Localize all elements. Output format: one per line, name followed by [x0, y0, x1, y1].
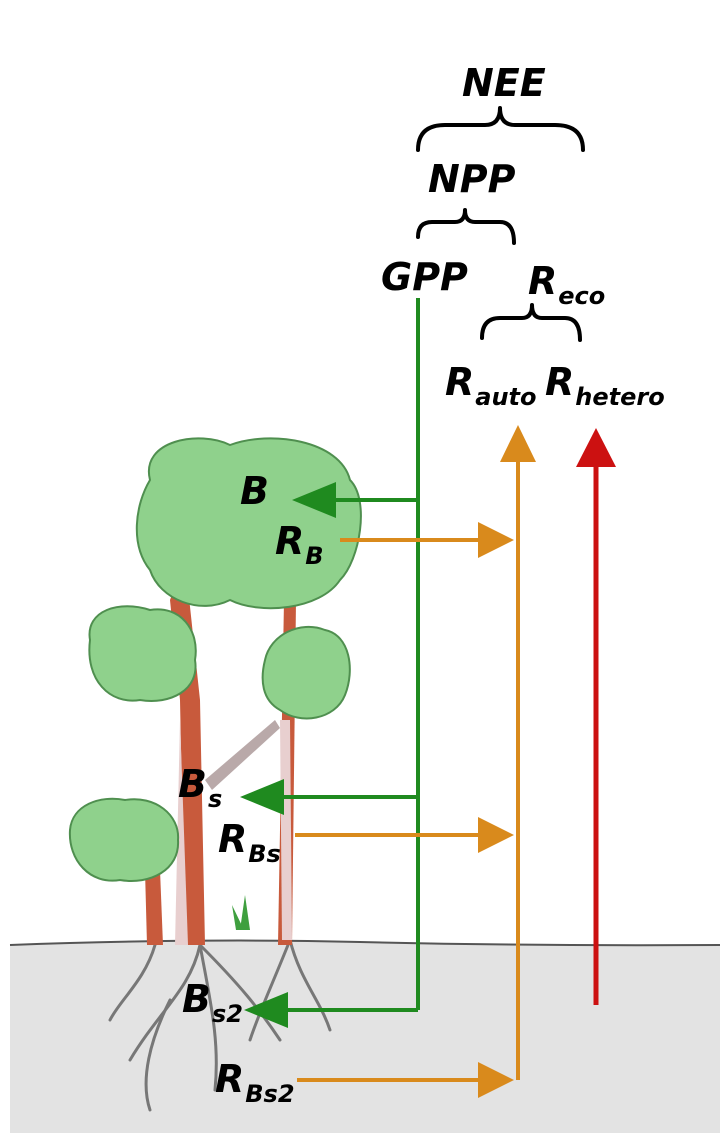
npp-label: NPP — [428, 160, 516, 198]
brace-reco — [482, 305, 580, 340]
arrow-stem-resp — [478, 817, 514, 853]
ground — [10, 941, 720, 1133]
brace-nee — [418, 108, 583, 150]
leaves-biomass-label: B — [240, 472, 269, 510]
arrow-rauto-up — [500, 425, 536, 462]
arrow-leaves-resp — [478, 522, 514, 558]
nee-label: NEE — [462, 64, 546, 102]
arrow-to-stem — [240, 779, 284, 815]
root-respiration-label: RBs2 — [215, 1060, 295, 1106]
leaves-respiration-label: RB — [275, 522, 324, 568]
heterotrophic-flow — [576, 428, 616, 1005]
tree-foliage — [70, 438, 361, 930]
rhetero-label: Rhetero — [545, 363, 665, 409]
stem-respiration-label: RBs — [218, 820, 281, 866]
gpp-label: GPP — [381, 258, 468, 296]
stem-biomass-label: Bs — [178, 765, 222, 811]
arrow-rhetero-up — [576, 428, 616, 467]
rauto-label: Rauto — [445, 363, 537, 409]
brace-npp — [418, 210, 514, 243]
reco-label: Reco — [528, 262, 605, 308]
root-biomass-label: Bs2 — [182, 980, 243, 1026]
